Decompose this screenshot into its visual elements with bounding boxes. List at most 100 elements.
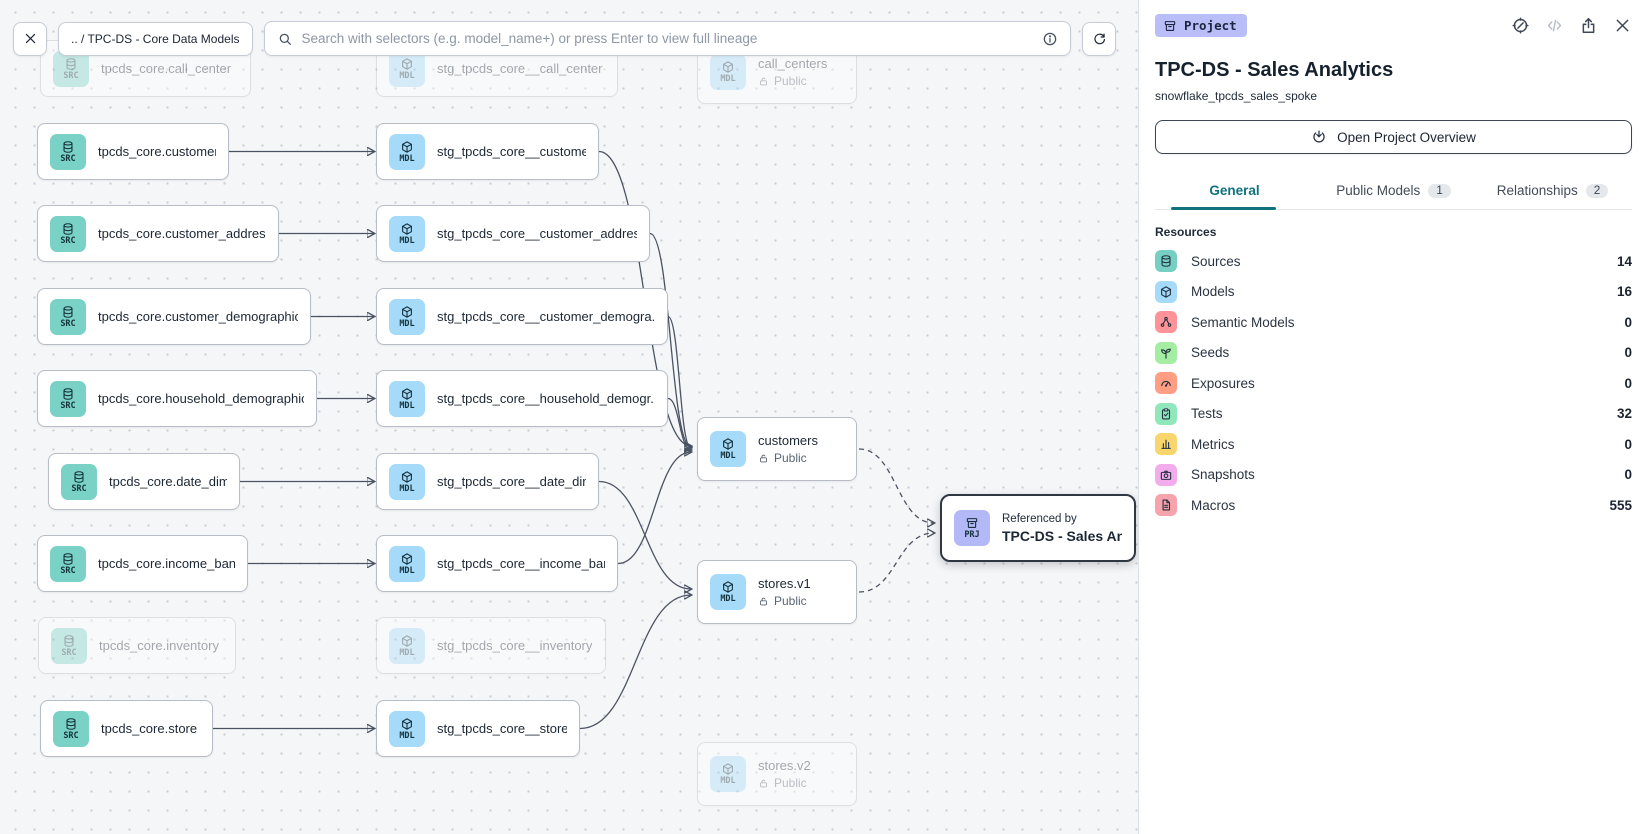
node-access-badge: Public (758, 451, 818, 465)
unlock-icon (758, 596, 769, 607)
node-label: tpcds_core.income_band (98, 556, 235, 571)
database-icon: SRC (50, 298, 86, 335)
project-subtitle: snowflake_tpcds_sales_spoke (1155, 89, 1318, 103)
doc-icon (1155, 494, 1177, 517)
search-bar (263, 21, 1071, 56)
unlock-icon (758, 453, 769, 464)
info-icon[interactable] (1042, 31, 1058, 47)
node-label: stg_tpcds_core__income_band (437, 556, 605, 571)
node-body: stg_tpcds_core__customer_demogra... (437, 309, 655, 324)
node-access-badge: Public (758, 776, 811, 790)
resource-label: Exposures (1191, 375, 1255, 391)
database-icon: SRC (51, 627, 87, 664)
cube-icon: MDL (710, 756, 746, 792)
close-lineage-button[interactable] (13, 21, 47, 56)
cube-icon: MDL (710, 54, 746, 90)
cube-icon: MDL (389, 133, 425, 170)
open-overview-label: Open Project Overview (1337, 129, 1476, 145)
resource-label: Snapshots (1191, 467, 1255, 483)
resource-label: Macros (1191, 497, 1236, 513)
database-icon: SRC (50, 215, 86, 252)
node-access-badge: Public (758, 594, 811, 608)
resource-label: Sources (1191, 253, 1241, 269)
close-panel-icon[interactable] (1613, 16, 1632, 35)
node-label: stg_tpcds_core__customer_demogra... (437, 309, 655, 324)
node-body: tpcds_core.customer_address (98, 226, 266, 241)
node-label: call_centers (758, 56, 828, 71)
close-icon (23, 31, 38, 46)
resource-row-snapshots: Snapshots 0 (1155, 460, 1632, 491)
database-icon: SRC (53, 710, 89, 747)
lineage-node-src_customer_address[interactable]: SRC tpcds_core.customer_address (37, 205, 279, 262)
node-label: stg_tpcds_core__household_demogr... (437, 391, 655, 406)
explore-lineage-icon[interactable] (1511, 16, 1530, 35)
lineage-node-stg_customer_demographics[interactable]: MDL stg_tpcds_core__customer_demogra... (376, 288, 668, 345)
cube-icon: MDL (389, 298, 425, 335)
open-project-overview-button[interactable]: Open Project Overview (1155, 120, 1632, 154)
refresh-button[interactable] (1082, 21, 1116, 56)
lineage-node-src_inventory[interactable]: SRC tpcds_core.inventory (38, 617, 236, 674)
resource-count: 0 (1624, 436, 1632, 452)
breadcrumb[interactable]: .. / TPC-DS - Core Data Models (58, 21, 253, 56)
node-body: stg_tpcds_core__income_band (437, 556, 605, 571)
node-label: stg_tpcds_core__inventory (437, 638, 593, 653)
node-body: tpcds_core.inventory (99, 638, 219, 653)
share-icon[interactable] (1579, 16, 1598, 35)
database-icon: SRC (50, 380, 86, 417)
node-label: tpcds_core.inventory (99, 638, 219, 653)
node-label: stores.v1 (758, 576, 811, 591)
database-icon: SRC (50, 133, 86, 170)
cube-icon: MDL (389, 463, 425, 500)
cube-icon: MDL (389, 50, 425, 87)
cube-icon: MDL (389, 215, 425, 252)
cube-icon (1155, 280, 1177, 303)
seed-icon (1155, 341, 1177, 364)
node-label: tpcds_core.customer_address (98, 226, 266, 241)
node-label: tpcds_core.call_center (101, 61, 232, 76)
resource-count: 16 (1616, 284, 1632, 300)
node-body: tpcds_core.call_center (101, 61, 231, 76)
code-icon[interactable] (1545, 16, 1564, 35)
tab-general[interactable]: General (1155, 174, 1314, 210)
node-label: TPC-DS - Sales Analytics (1002, 527, 1122, 544)
node-body: stg_tpcds_core__store (437, 721, 567, 736)
open-overview-icon (1311, 129, 1327, 145)
lineage-node-stg_customer[interactable]: MDL stg_tpcds_core__customer (376, 123, 599, 180)
unlock-icon (758, 778, 769, 789)
resource-count: 0 (1624, 467, 1632, 483)
node-label: stg_tpcds_core__customer (437, 144, 586, 159)
tab-count-badge: 1 (1428, 183, 1451, 198)
node-body: stg_tpcds_core__inventory (437, 638, 592, 653)
archive-icon (1163, 19, 1177, 33)
search-input[interactable] (301, 31, 1033, 46)
